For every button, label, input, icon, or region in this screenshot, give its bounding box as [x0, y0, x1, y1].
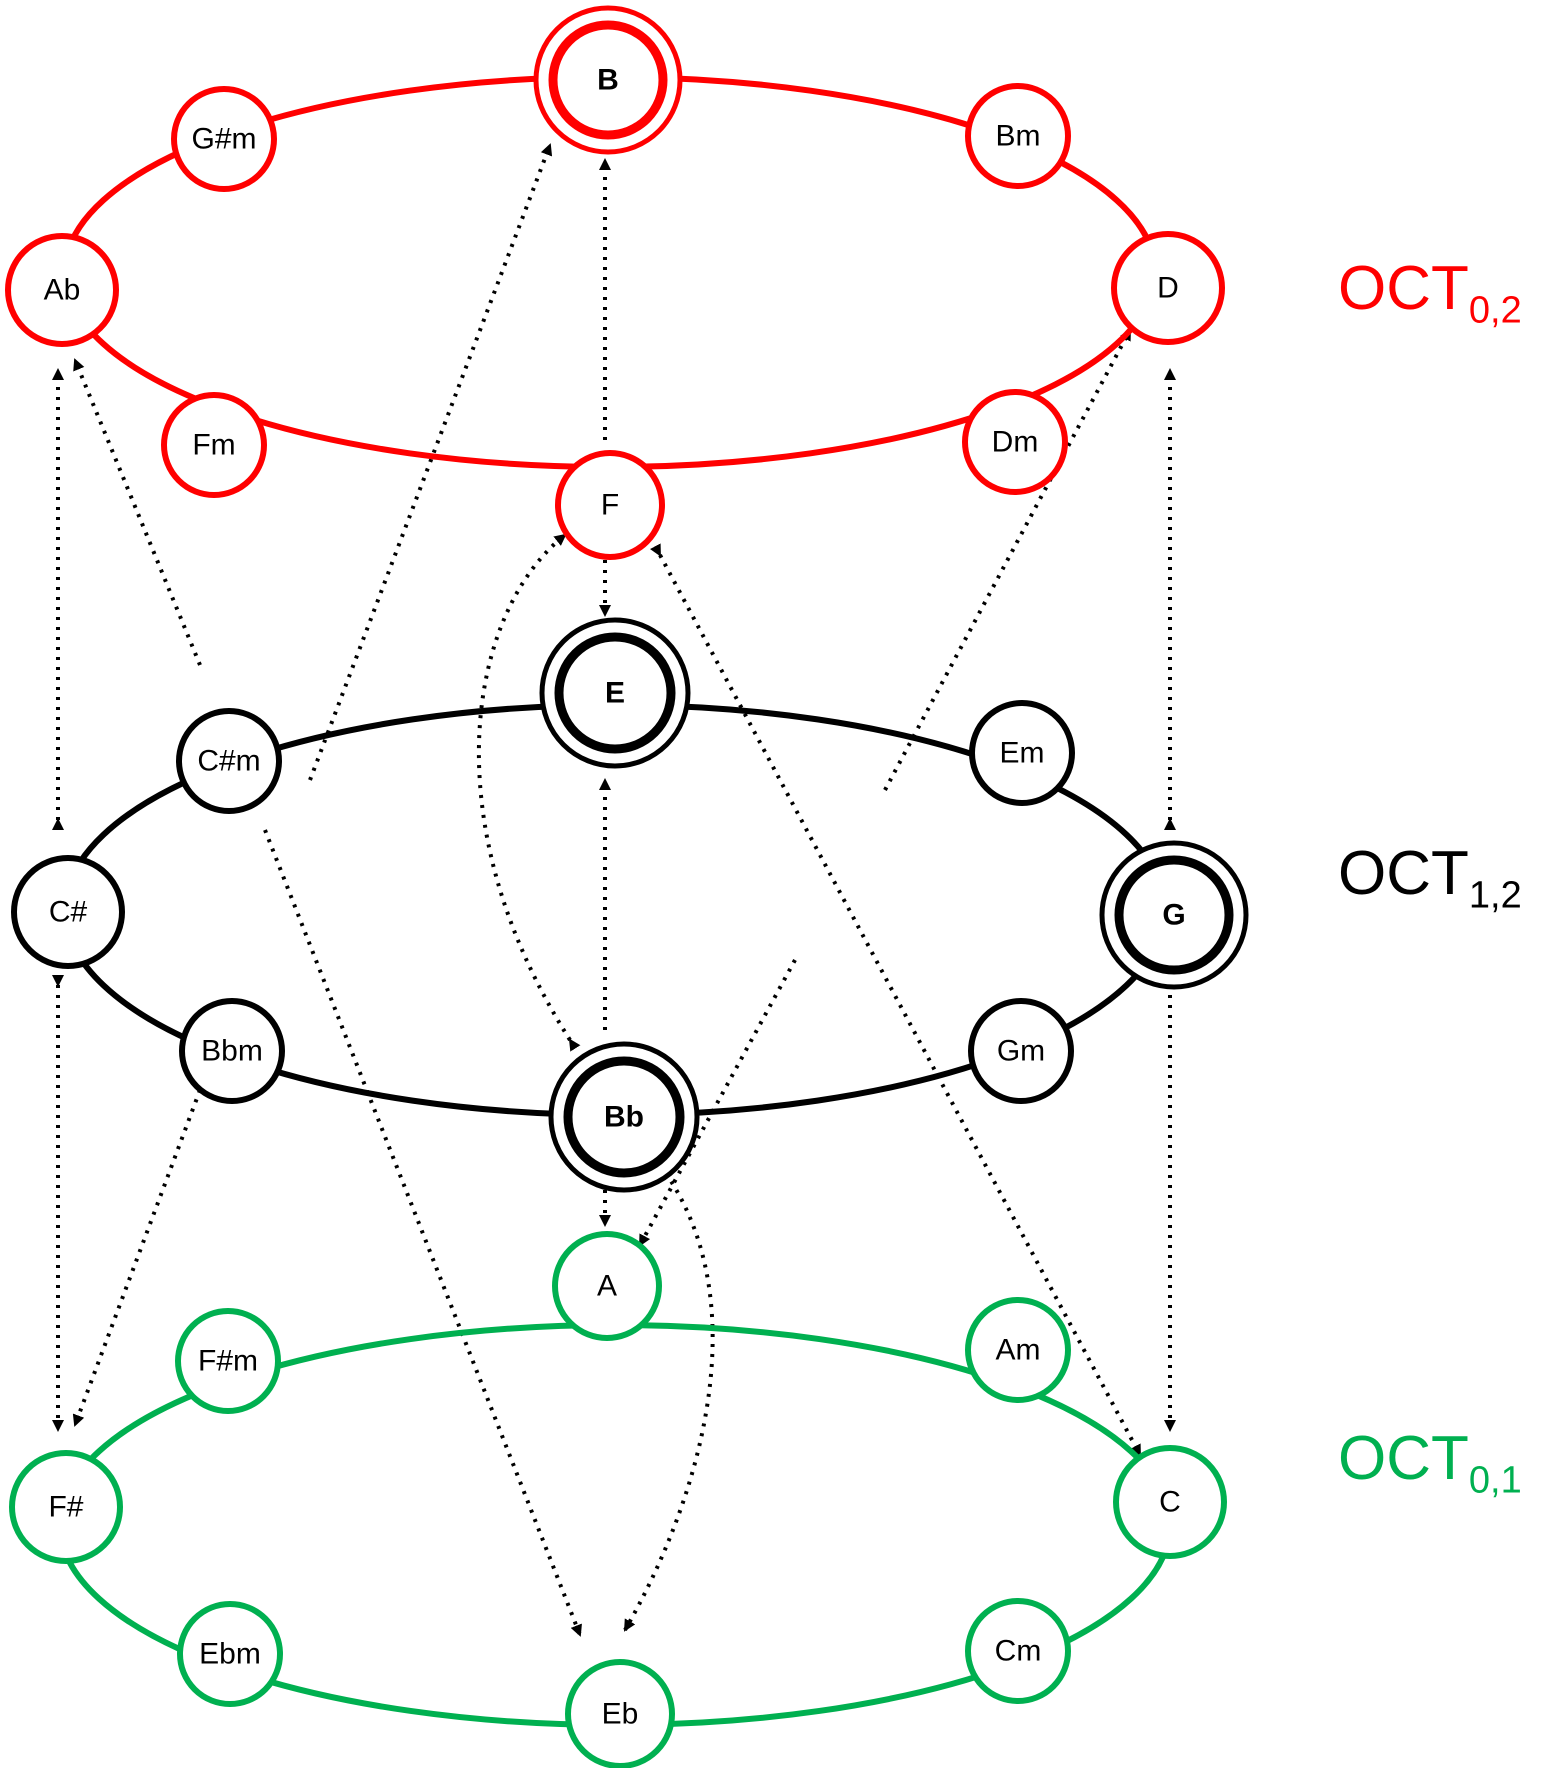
node-b[interactable]: B [533, 5, 683, 155]
node-gm[interactable]: Gm [968, 998, 1074, 1104]
node-fm[interactable]: Fm [161, 392, 267, 498]
node-label: Gm [997, 1035, 1045, 1068]
layer-label-sub: 1,2 [1468, 874, 1522, 917]
bottom-layer-nodes: A Am C Cm Eb Ebm F# F#m [9, 1231, 1227, 1768]
node-label: G#m [191, 123, 256, 156]
node-e[interactable]: E [539, 617, 691, 769]
node-label: Bm [996, 120, 1041, 153]
node-label: F#m [198, 1345, 258, 1378]
node-em[interactable]: Em [969, 700, 1075, 806]
node-f[interactable]: F [555, 450, 665, 560]
layer-label-sub: 0,2 [1468, 289, 1522, 332]
node-label: F# [48, 1491, 83, 1524]
node-label: F [601, 489, 619, 522]
node-label: Am [996, 1334, 1041, 1367]
node-label: Fm [192, 429, 235, 462]
node-bb[interactable]: Bb [548, 1041, 700, 1193]
node-label: Cm [995, 1635, 1042, 1668]
arrow-csharpm-to-eb [263, 829, 582, 1637]
node-a[interactable]: A [552, 1231, 662, 1341]
node-label: Ab [44, 274, 81, 307]
node-label: E [605, 677, 625, 710]
node-csharpm[interactable]: C#m [176, 708, 282, 814]
arrow-bb-f [476, 533, 581, 1052]
node-label: Bb [604, 1101, 644, 1134]
node-ebm[interactable]: Ebm [177, 1601, 283, 1707]
arrow-bb-eb [623, 1153, 715, 1632]
node-label: C [1159, 1486, 1181, 1519]
node-label: B [597, 64, 619, 97]
arrow-f-c [650, 543, 1142, 1457]
layer-label-oct-0-2: OCT0,2 [1338, 258, 1522, 332]
node-bm[interactable]: Bm [965, 83, 1071, 189]
node-cm[interactable]: Cm [965, 1598, 1071, 1704]
node-eb[interactable]: Eb [565, 1659, 675, 1768]
layer-label-main: OCT [1338, 254, 1469, 323]
layer-label-oct-0-1: OCT0,1 [1338, 1428, 1522, 1502]
node-fsharpm[interactable]: F#m [175, 1308, 281, 1414]
node-gsharpm[interactable]: G#m [171, 86, 277, 192]
node-csharp[interactable]: C# [11, 855, 125, 969]
node-label: C# [49, 896, 88, 929]
layer-label-oct-1-2: OCT1,2 [1338, 843, 1522, 917]
node-bbm[interactable]: Bbm [179, 998, 285, 1104]
layer-label-main: OCT [1338, 839, 1469, 908]
node-ab[interactable]: Ab [5, 233, 119, 347]
node-label: A [597, 1270, 617, 1303]
node-c[interactable]: C [1113, 1445, 1227, 1559]
node-fsharp[interactable]: F# [9, 1450, 123, 1564]
node-label: Em [1000, 737, 1045, 770]
top-layer-nodes: B Bm D Dm F Fm Ab G#m [5, 5, 1225, 560]
node-am[interactable]: Am [965, 1297, 1071, 1403]
node-d[interactable]: D [1111, 231, 1225, 345]
node-g[interactable]: G [1099, 840, 1249, 990]
node-label: D [1157, 272, 1179, 305]
node-dm[interactable]: Dm [962, 389, 1068, 495]
layer-label-sub: 0,1 [1468, 1459, 1522, 1502]
node-label: Eb [602, 1698, 639, 1731]
connections [52, 143, 1176, 1637]
node-label: Ebm [199, 1638, 261, 1671]
node-label: Dm [992, 426, 1039, 459]
node-label: Bbm [201, 1035, 263, 1068]
node-label: G [1162, 899, 1185, 932]
layer-label-main: OCT [1338, 1424, 1469, 1493]
middle-layer-nodes: E Em G Gm Bb Bbm C# C#m [11, 617, 1249, 1193]
node-label: C#m [197, 745, 260, 778]
